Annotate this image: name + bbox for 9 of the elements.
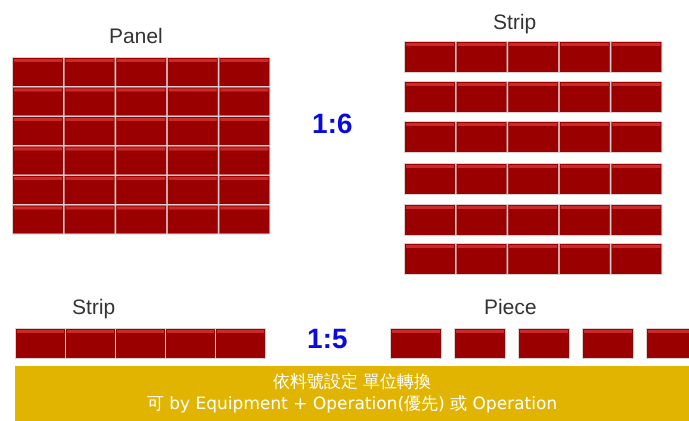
banner-text: 依料號設定 單位轉換 — [272, 371, 432, 393]
ratio-label: 1:5 — [307, 323, 348, 355]
piece-label: Piece — [484, 296, 537, 320]
banner-text: 可 by Equipment + Operation(優先) 或 Operation — [146, 393, 558, 415]
ratio-label: 1:6 — [312, 108, 352, 140]
strip-label: Strip — [72, 296, 116, 320]
banner — [15, 366, 689, 421]
panel-label: Panel — [109, 25, 163, 49]
strip-label: Strip — [493, 11, 536, 35]
